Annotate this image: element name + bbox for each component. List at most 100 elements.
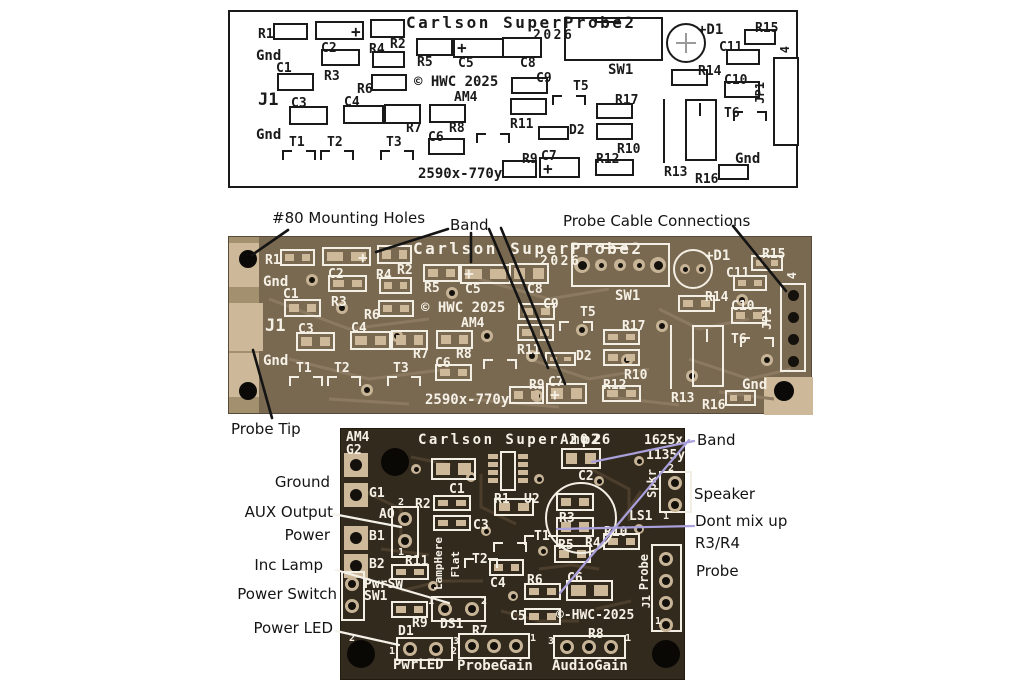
reference-label: Gnd <box>263 353 289 369</box>
solder-pad <box>413 606 423 613</box>
component-footprint <box>511 77 548 94</box>
transistor-outline-mark <box>282 150 292 160</box>
solder-pad <box>301 337 312 346</box>
annotation-label: Probe Cable Connections <box>563 212 751 230</box>
solder-pad <box>400 305 409 312</box>
solder-pad <box>456 520 466 526</box>
solder-pad <box>438 500 448 506</box>
component-footprint <box>277 73 314 91</box>
drill-hole <box>441 605 449 613</box>
pin-number: 3 <box>453 636 460 647</box>
solder-pad <box>488 454 498 459</box>
reference-label: R11 <box>405 554 429 569</box>
solder-pad <box>518 462 528 467</box>
component-footprint <box>718 164 749 180</box>
component-footprint <box>539 157 580 178</box>
drill-hole <box>490 642 498 650</box>
reference-label: 2026 <box>540 254 582 269</box>
reference-label: T2 <box>327 135 343 150</box>
drill-hole <box>401 537 409 545</box>
solder-pad <box>546 613 556 620</box>
annotation-label: Speaker <box>694 485 756 503</box>
via <box>309 277 315 283</box>
reference-label: C3 <box>473 518 489 533</box>
via <box>483 528 489 534</box>
transistor-outline-mark <box>733 111 743 121</box>
drill-hole <box>636 262 642 268</box>
reference-label: C5 <box>458 56 474 71</box>
reference-label: R6 <box>527 573 543 588</box>
transistor-outline-mark <box>387 376 397 386</box>
solder-pad <box>413 335 423 345</box>
annotation-label: Power LED <box>253 619 333 637</box>
reference-label: T3 <box>386 135 402 150</box>
annotation-label: #80 Mounting Holes <box>272 209 426 227</box>
reference-label: Gnd <box>742 377 768 393</box>
reference-label: C5 <box>510 609 526 624</box>
component-footprint <box>372 51 405 68</box>
reference-label: R14 <box>705 290 729 305</box>
solder-pad <box>564 357 571 361</box>
transistor-outline-mark <box>344 150 354 160</box>
reference-label: D1 <box>398 624 414 639</box>
transistor-outline-mark <box>583 321 593 331</box>
annotation-label: AUX Output <box>244 503 333 521</box>
transistor-outline-mark <box>764 337 774 347</box>
via <box>596 478 602 484</box>
reference-label: R13 <box>664 165 688 180</box>
solder-pad <box>384 282 392 289</box>
component-footprint <box>726 49 760 65</box>
via <box>510 593 516 599</box>
solder-pad <box>608 354 618 361</box>
component-footprint <box>678 295 715 312</box>
reference-label: R10 <box>604 525 628 540</box>
solder-pad <box>522 329 532 336</box>
reference-label: C10 <box>731 299 755 314</box>
component-footprint <box>545 352 576 366</box>
solder-pad <box>383 305 392 312</box>
reference-label: C1 <box>276 61 292 76</box>
reference-label: Carlson SuperProbe2 <box>406 13 637 32</box>
reference-label: R6 <box>357 82 373 97</box>
solder-pad <box>456 500 466 506</box>
solder-pad <box>683 300 693 307</box>
solder-pad <box>514 391 523 399</box>
drill-hole <box>653 260 663 270</box>
solder-pad <box>396 569 406 575</box>
via <box>636 458 642 464</box>
reference-label: 1625x <box>644 433 684 448</box>
reference-label: R16 <box>702 398 726 413</box>
solder-pad <box>571 585 586 596</box>
reference-label: R15 <box>762 247 786 262</box>
reference-label: C6 <box>567 571 583 586</box>
component-footprint <box>603 329 640 345</box>
reference-label: C4 <box>351 321 367 336</box>
component-footprint <box>546 383 587 404</box>
solder-pad <box>533 268 544 279</box>
reference-label: R4 <box>585 536 601 551</box>
reference-label: SW1 <box>615 288 641 304</box>
solder-pad <box>350 252 366 261</box>
reference-label: +D1 <box>705 248 731 264</box>
component-footprint <box>596 103 633 119</box>
reference-label: R3 <box>324 69 340 84</box>
drill-hole <box>577 260 587 270</box>
pin-number: 2 <box>668 463 675 474</box>
reference-label: C8 <box>527 282 543 297</box>
r13-bracket <box>692 325 724 387</box>
drill-hole <box>350 489 362 501</box>
reference-label: R2 <box>415 497 431 512</box>
component-footprint <box>725 390 756 406</box>
transistor-outline-mark <box>313 376 323 386</box>
reference-label: 2026 <box>533 28 575 43</box>
annotation-label: Ground <box>274 473 330 491</box>
reference-label: R2 <box>390 37 406 52</box>
component-footprint <box>384 104 421 124</box>
reference-label: R5 <box>417 55 433 70</box>
mounting-hole <box>652 640 680 668</box>
reference-label: C3 <box>298 322 314 337</box>
component-footprint <box>561 448 601 469</box>
component-footprint <box>429 104 466 123</box>
mounting-hole <box>239 250 257 268</box>
